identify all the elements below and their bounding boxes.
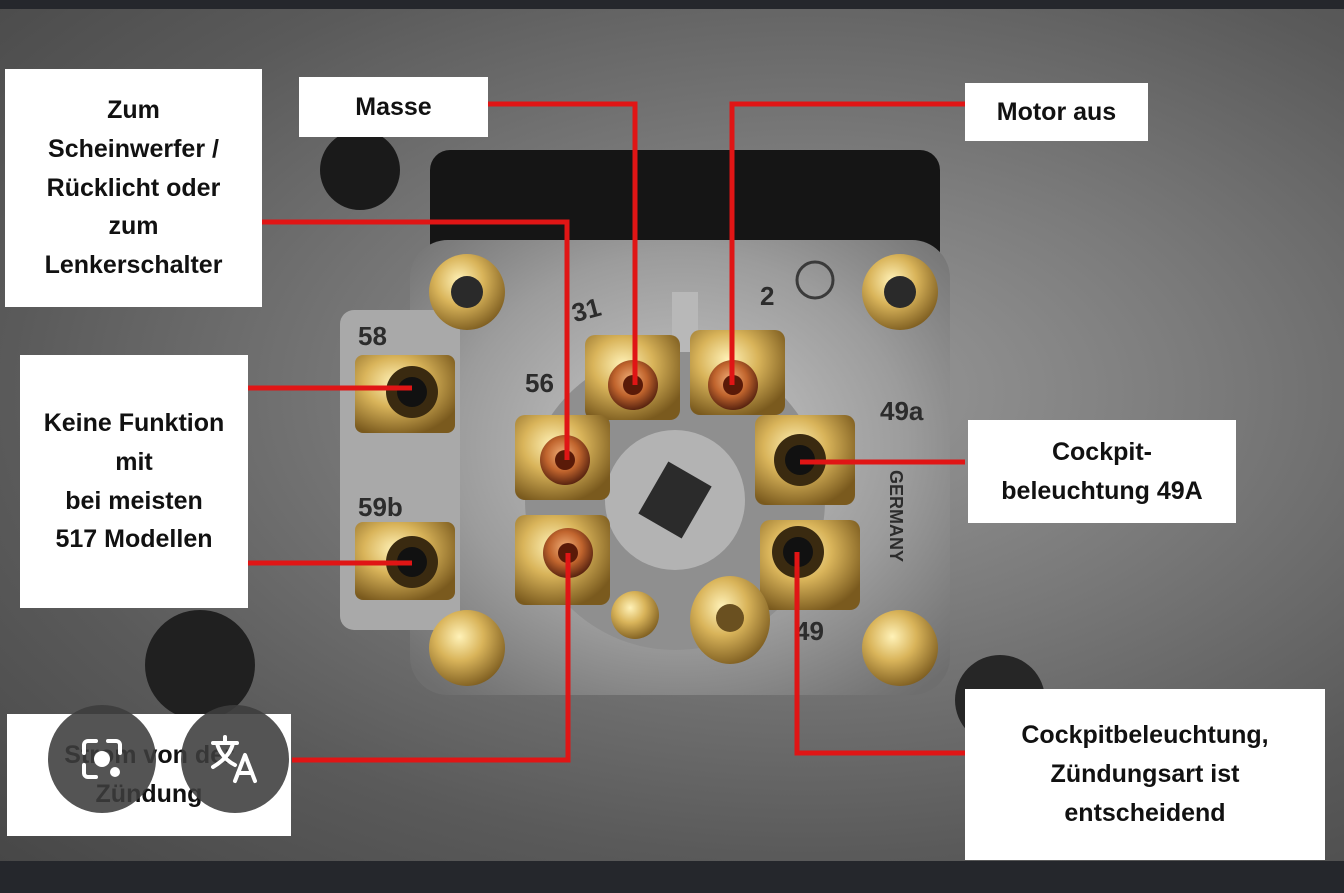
terminal-56: [515, 415, 610, 500]
rotor-slot: [638, 461, 712, 539]
label-cockpit-49a: Cockpit- beleuchtung 49A: [968, 420, 1236, 523]
connector-illustration: 58 31 56 59b 49a 49 2 GERMANY: [145, 101, 1045, 763]
leader-motor-aus: [729, 101, 965, 385]
terminal-49: [760, 520, 860, 610]
terminal-lower: [690, 576, 770, 664]
marking-49a: 49a: [880, 396, 924, 426]
label-motor-aus: Motor aus: [965, 83, 1148, 141]
label-masse: Masse: [299, 77, 488, 137]
terminal-58: [355, 355, 455, 433]
maker-logo: [795, 260, 835, 300]
lens-button[interactable]: [48, 705, 156, 813]
marking-2: 2: [760, 281, 774, 311]
label-scheinwerfer: Zum Scheinwerfer / Rücklicht oder zum Le…: [5, 69, 262, 307]
label-cockpit-zuendung: Cockpitbeleuchtung, Zündungsart ist ents…: [965, 689, 1325, 860]
marking-brand: GERMANY: [886, 470, 906, 562]
hole: [145, 610, 255, 720]
terminal-2: [690, 330, 785, 415]
corner-screw: [429, 610, 505, 686]
translate-icon: [211, 735, 257, 783]
marking-56: 56: [525, 368, 554, 398]
leader-strom: [292, 553, 571, 763]
marking-49: 49: [795, 616, 824, 646]
leader-scheinwerfer: [262, 219, 570, 460]
label-keine-funktion: Keine Funktion mit bei meisten 517 Model…: [20, 355, 248, 608]
rivet: [611, 591, 659, 639]
marking-59b: 59b: [358, 492, 403, 522]
hole: [320, 130, 400, 210]
lens-icon: [82, 739, 122, 779]
corner-screw: [862, 610, 938, 686]
leader-masse: [488, 101, 638, 385]
bottom-bar: [0, 861, 1344, 893]
connector-photo: 58 31 56 59b 49a 49 2 GERMANY Zum Schein…: [0, 9, 1344, 861]
terminal-15: [515, 515, 610, 605]
leader-cockpit-zuendung: [794, 552, 965, 756]
top-bar: [0, 0, 1344, 9]
marking-58: 58: [358, 321, 387, 351]
translate-button[interactable]: [181, 705, 289, 813]
